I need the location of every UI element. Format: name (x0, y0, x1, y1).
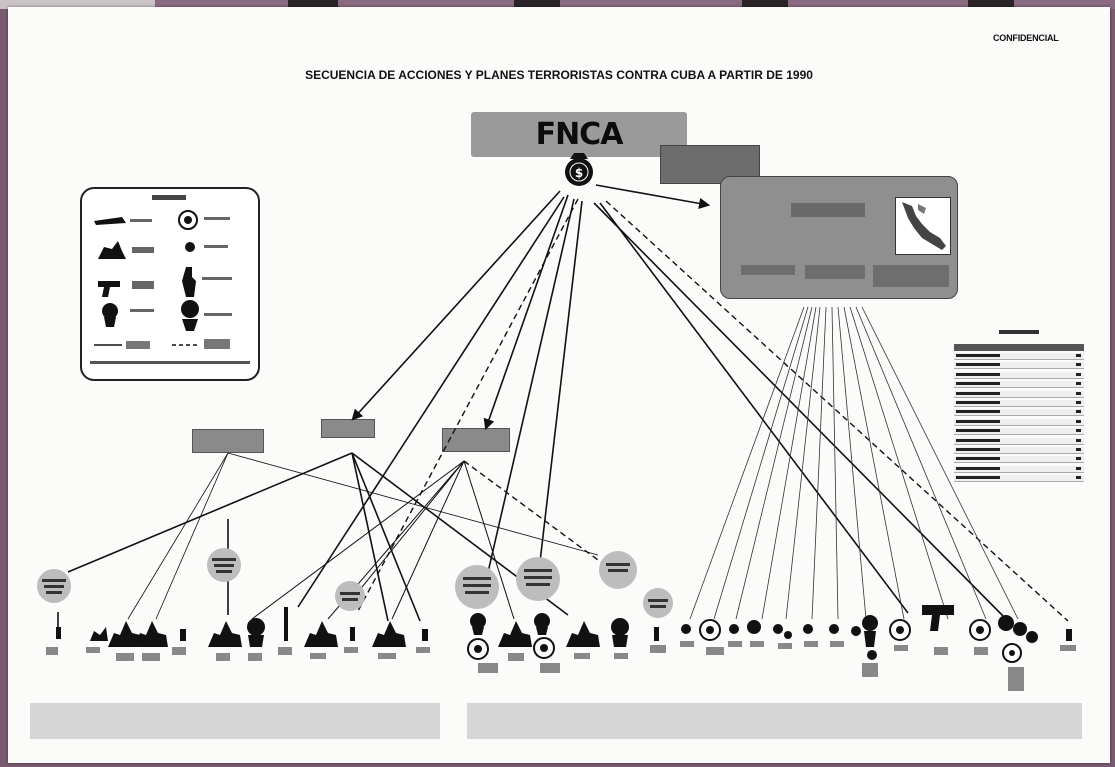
person-head-icon (681, 624, 691, 634)
sticker-circle-icon (599, 551, 637, 589)
panel-label-block (873, 265, 949, 287)
svg-text:$: $ (575, 166, 583, 180)
top-strip-mark (514, 0, 560, 9)
panel-heading-block (791, 203, 865, 217)
person-head-icon (729, 624, 739, 634)
central-america-map-icon (902, 202, 946, 250)
stats-row (954, 465, 1084, 473)
stats-row (954, 409, 1084, 417)
person-head-icon (803, 624, 813, 634)
sticker-circle-icon (37, 569, 71, 603)
explosion-icon (108, 621, 142, 647)
page-title: SECUENCIA DE ACCIONES Y PLANES TERRORIST… (305, 68, 813, 82)
person-head-icon (829, 624, 839, 634)
dynamite-icon (1066, 629, 1072, 641)
stats-row (954, 362, 1084, 370)
person-head-icon (102, 303, 118, 319)
dynamite-icon (180, 629, 186, 641)
fnca-label: FNCA (535, 117, 624, 152)
stage-two-band (467, 703, 1082, 739)
caption-blocks (46, 641, 1076, 691)
group-box-center (321, 419, 375, 438)
legend-symbols (90, 210, 250, 364)
confidential-label: CONFIDENCIAL (993, 33, 1059, 43)
stage-one-band (30, 703, 440, 739)
dynamite-icon (56, 627, 61, 639)
stats-row (954, 390, 1084, 398)
bomb-target-icon (1002, 643, 1022, 663)
sticker-circle-icon (455, 565, 499, 609)
central-america-panel (720, 176, 958, 299)
bomb-target-icon (533, 637, 555, 659)
fnca-node: FNCA (471, 112, 687, 157)
money-bag-icon: $ (565, 153, 593, 186)
map-inset (895, 197, 951, 255)
document-sheet: CONFIDENCIAL SECUENCIA DE ACCIONES Y PLA… (8, 7, 1110, 763)
explosion-icon (98, 241, 126, 259)
person-head-icon (998, 615, 1038, 643)
dynamite-icon (350, 627, 355, 641)
boat-icon (94, 217, 126, 225)
dynamite-icon (422, 629, 428, 641)
explosion-icon (208, 621, 242, 647)
legend-title-block (152, 195, 186, 200)
top-strip-tab (0, 0, 155, 9)
bomb-target-icon (699, 619, 721, 641)
stats-row (954, 475, 1084, 483)
person-head-icon (747, 620, 761, 634)
stats-row (954, 437, 1084, 445)
stats-row (954, 353, 1084, 360)
stats-row (954, 381, 1084, 389)
bomb-target-icon (178, 210, 198, 230)
person-head-icon (470, 613, 486, 635)
bomb-target-icon (969, 619, 991, 641)
person-head-icon (611, 618, 629, 647)
bomb-target-icon (467, 638, 489, 660)
dynamite-icon (654, 627, 659, 641)
panel-label-block (805, 265, 865, 279)
top-strip-mark (742, 0, 788, 9)
sticker-circle-icon (207, 548, 241, 582)
sticker-circle-icon (643, 588, 673, 618)
explosion-icon (372, 621, 406, 647)
legend-box (80, 187, 260, 381)
explosion-icon (90, 627, 108, 641)
explosion-icon (304, 621, 338, 647)
window-top-strip (0, 0, 1115, 9)
top-strip-mark (288, 0, 338, 9)
pistol-icon (98, 281, 120, 297)
sticker-circle-icon (516, 557, 560, 601)
stats-row (954, 456, 1084, 464)
person-head-icon (851, 615, 878, 660)
soldier-icon (182, 267, 196, 297)
group-box-left (192, 429, 264, 453)
stats-row (954, 428, 1084, 436)
sticker-circle-icon (335, 581, 365, 611)
pistol-icon (922, 605, 954, 631)
explosion-icon (134, 621, 168, 647)
money-bag-icon (181, 300, 199, 318)
person-head-icon (534, 613, 550, 635)
statistics-table (954, 330, 1084, 484)
stats-header-row (954, 344, 1084, 351)
person-head-icon (773, 624, 792, 639)
dynamite-icon (284, 607, 288, 641)
stats-row (954, 371, 1084, 379)
explosion-icon (566, 621, 600, 647)
stats-title-block (999, 330, 1039, 334)
top-strip-mark (968, 0, 1014, 9)
stats-row (954, 446, 1084, 454)
stats-row (954, 399, 1084, 407)
stats-row (954, 418, 1084, 426)
panel-label-block (741, 265, 795, 275)
connection-diagram: $ (37, 153, 1076, 691)
person-head-icon (247, 618, 265, 647)
bomb-target-icon (889, 619, 911, 641)
explosion-icon (498, 621, 532, 647)
person-head-icon (185, 242, 195, 252)
